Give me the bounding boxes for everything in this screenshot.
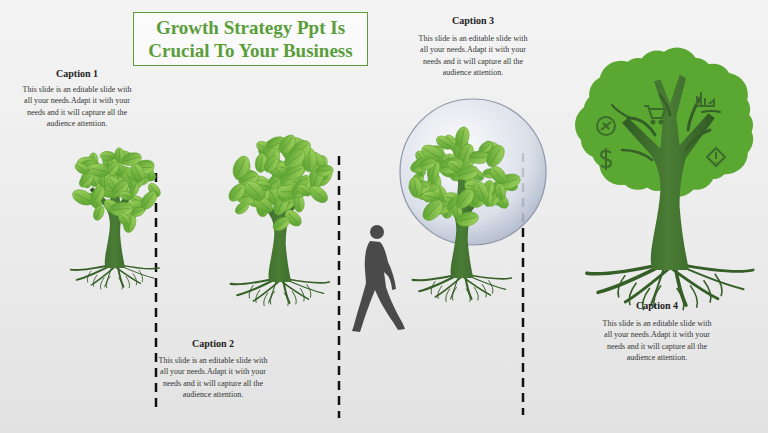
trees — [70, 48, 753, 311]
leaf — [88, 161, 111, 178]
tree-rootlet — [715, 274, 722, 296]
leaf — [469, 151, 490, 164]
leaf — [121, 151, 143, 168]
magnifier-lens — [400, 99, 546, 245]
leaf — [116, 210, 133, 228]
tree-trunk — [587, 75, 753, 311]
tree-rootlet — [446, 289, 450, 302]
caption-heading: Caption 1 — [56, 68, 98, 79]
leaf — [419, 196, 447, 224]
caption-heading: Caption 3 — [452, 15, 494, 26]
leaf — [91, 204, 106, 222]
tree-rootlet — [307, 284, 311, 297]
tree-rootlet — [270, 291, 274, 304]
leaf — [261, 153, 281, 174]
tree-rootlet — [126, 276, 130, 288]
tree-rootlet — [452, 287, 456, 300]
caption-heading: Caption 2 — [192, 338, 234, 349]
coin-mark — [601, 122, 611, 130]
caption-body: This slide is an editable slide with all… — [599, 318, 715, 363]
leaf — [471, 179, 492, 204]
tree-rootlet — [474, 287, 478, 300]
leaf — [315, 164, 334, 177]
leaf — [100, 151, 116, 162]
caption-body: This slide is an editable slide with all… — [415, 33, 531, 78]
tree-rootlet — [466, 289, 470, 302]
tree-rootlet — [87, 271, 91, 283]
leaf — [118, 190, 133, 202]
leaf — [494, 183, 507, 201]
leaf — [271, 214, 292, 234]
tree-rootlet — [264, 293, 268, 306]
leaf — [88, 184, 107, 205]
branch — [702, 111, 720, 112]
tree-rootlet — [249, 285, 253, 298]
tree-rootlet — [482, 284, 486, 297]
tree-rootlet — [119, 278, 123, 290]
trunk-shape — [434, 162, 489, 278]
leaf — [418, 156, 437, 171]
leaf — [455, 163, 480, 182]
tree-rootlet — [431, 281, 435, 294]
leaf — [408, 176, 424, 198]
divider — [155, 173, 158, 410]
dollar-icon — [601, 148, 611, 170]
tree-rootlet — [300, 288, 304, 301]
leaf — [230, 154, 253, 181]
leaf — [452, 186, 477, 212]
tree-rootlet — [618, 275, 625, 297]
tree-leaves — [70, 147, 163, 233]
tree-rootlet — [690, 285, 697, 307]
tree-rootlet — [489, 280, 493, 293]
tree-rootlet — [106, 276, 110, 288]
growth-icons — [597, 92, 725, 170]
tree-leaves — [226, 132, 335, 234]
man-body — [352, 241, 405, 332]
man-head — [370, 225, 384, 239]
title-text: Growth Strategy Ppt Is Crucial To Your B… — [142, 16, 359, 62]
leaf — [281, 146, 308, 172]
leaf — [483, 142, 508, 170]
leaf — [295, 182, 313, 198]
leaf — [233, 200, 251, 217]
title-box: Growth Strategy Ppt Is Crucial To Your B… — [133, 12, 368, 66]
tree-rootlet — [284, 293, 288, 306]
tree-rootlet — [704, 280, 711, 302]
big-tree — [575, 48, 753, 311]
caption-heading: Caption 4 — [636, 300, 678, 311]
leaf — [434, 133, 455, 152]
tree-rootlet — [133, 273, 137, 285]
caption-body: This slide is an editable slide with all… — [19, 84, 135, 129]
cart-icon — [644, 106, 665, 118]
dashed-dividers — [156, 153, 523, 418]
tree-rootlet — [139, 270, 143, 282]
tree-leaves — [408, 125, 522, 228]
tree-rootlet — [292, 291, 296, 304]
tree-rootlet — [100, 278, 104, 290]
branch — [628, 118, 655, 135]
branch — [686, 130, 710, 150]
chart-icon — [697, 92, 714, 106]
caption-body: This slide is an editable slide with all… — [155, 355, 271, 400]
leaf — [241, 177, 268, 204]
leaf — [455, 210, 480, 229]
trunk-shape — [622, 75, 715, 270]
branch — [688, 98, 700, 130]
coin-icon — [597, 117, 615, 135]
tree-trunk — [71, 164, 159, 289]
branch — [612, 105, 630, 118]
leaf — [73, 161, 90, 177]
divider — [338, 156, 341, 418]
big-branches — [612, 95, 720, 160]
branch — [622, 150, 652, 160]
warning-icon — [707, 148, 725, 166]
walking-man — [352, 225, 405, 332]
